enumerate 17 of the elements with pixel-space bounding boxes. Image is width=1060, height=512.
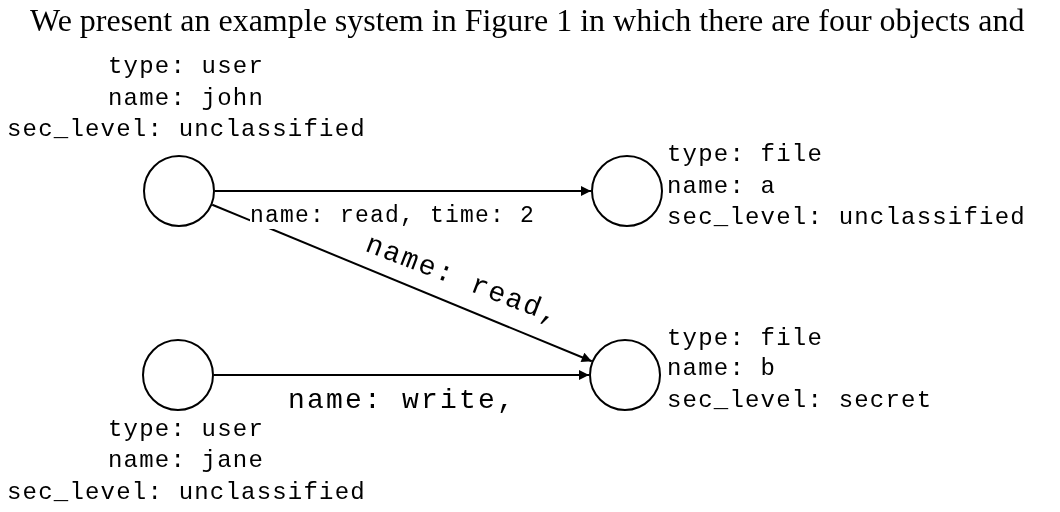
attribute-text: type: user bbox=[108, 52, 265, 82]
arrow bbox=[211, 203, 593, 363]
attribute-text: type: file bbox=[667, 140, 824, 170]
attribute-text: sec_level: unclassified bbox=[7, 478, 366, 508]
attribute-text: type: user bbox=[108, 415, 265, 445]
arrow bbox=[213, 370, 590, 380]
attribute-text: name: a bbox=[667, 172, 777, 202]
arrow bbox=[214, 186, 592, 196]
attribute-text: sec_level: secret bbox=[667, 386, 933, 416]
edge-label: name: read, time: 2 bbox=[250, 204, 536, 230]
attribute-text: type: file bbox=[667, 324, 824, 354]
paragraph-text: We present an example system in Figure 1 in which there are four objects and bbox=[30, 2, 1025, 38]
attribute-text: sec_level: unclassified bbox=[7, 115, 366, 145]
attribute-text: name: john bbox=[108, 84, 265, 114]
attribute-text: sec_level: unclassified bbox=[667, 203, 1026, 233]
attribute-text: name: jane bbox=[108, 446, 265, 476]
attribute-text: name: b bbox=[667, 354, 777, 384]
